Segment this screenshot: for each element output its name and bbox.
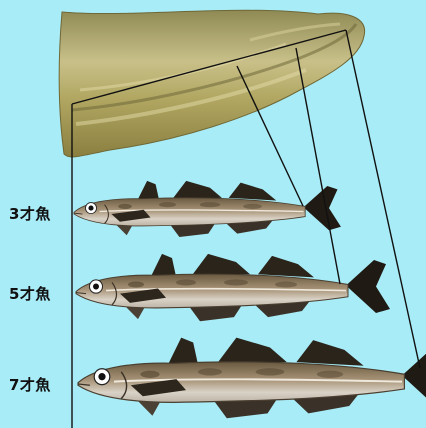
- fish-5-year-illustration: [76, 254, 390, 321]
- otolith-image: [59, 10, 364, 157]
- connector-line-7-year: [346, 30, 420, 368]
- fish-7-year-illustration: [78, 338, 426, 419]
- connector-line-5-year: [296, 48, 340, 284]
- age-label-5-year: 5才魚: [9, 287, 51, 302]
- age-label-7-year: 7才魚: [9, 378, 51, 393]
- age-label-3-year: 3才魚: [9, 207, 51, 222]
- fish-3-year-illustration: [74, 181, 341, 237]
